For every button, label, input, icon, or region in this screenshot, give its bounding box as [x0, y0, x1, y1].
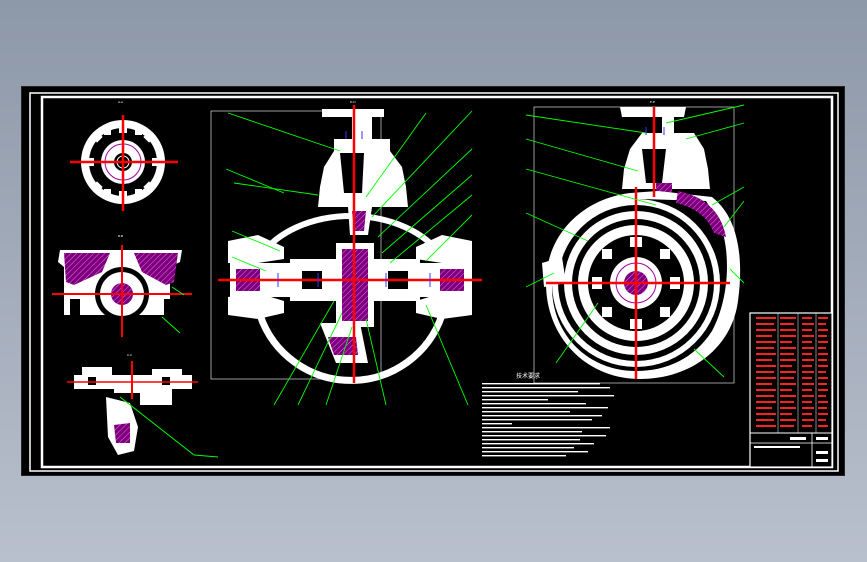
- view-label-e: E-E: [650, 100, 655, 104]
- main-view-leaders: [225, 110, 473, 406]
- outer-frame: [29, 92, 839, 472]
- volute-view-leaders: [525, 104, 745, 378]
- view-label-c: C-C: [127, 353, 132, 357]
- view-label-d: D-D: [350, 100, 356, 104]
- view-label-b: B-B: [118, 234, 123, 238]
- parts-list-rows: [756, 317, 828, 427]
- main-section-view: D-D: [210, 100, 482, 406]
- view-label-a: A-A: [118, 100, 124, 104]
- parts-list-title-block: [749, 312, 833, 468]
- volute-housing-view: E-E: [525, 100, 745, 384]
- technical-notes: 技术要求: [482, 372, 614, 457]
- detail-view-spline-hub: A-A: [70, 100, 178, 211]
- notes-heading: 技术要求: [516, 372, 540, 380]
- detail-view-bracket: C-C: [67, 353, 219, 458]
- cad-drawing-canvas: A-A B-B: [29, 92, 839, 472]
- detail-view-bearing-housing: B-B: [52, 234, 192, 337]
- notes-text-lines: [482, 383, 614, 457]
- inner-frame: [40, 95, 834, 469]
- drawing-sheet: A-A B-B: [21, 86, 845, 476]
